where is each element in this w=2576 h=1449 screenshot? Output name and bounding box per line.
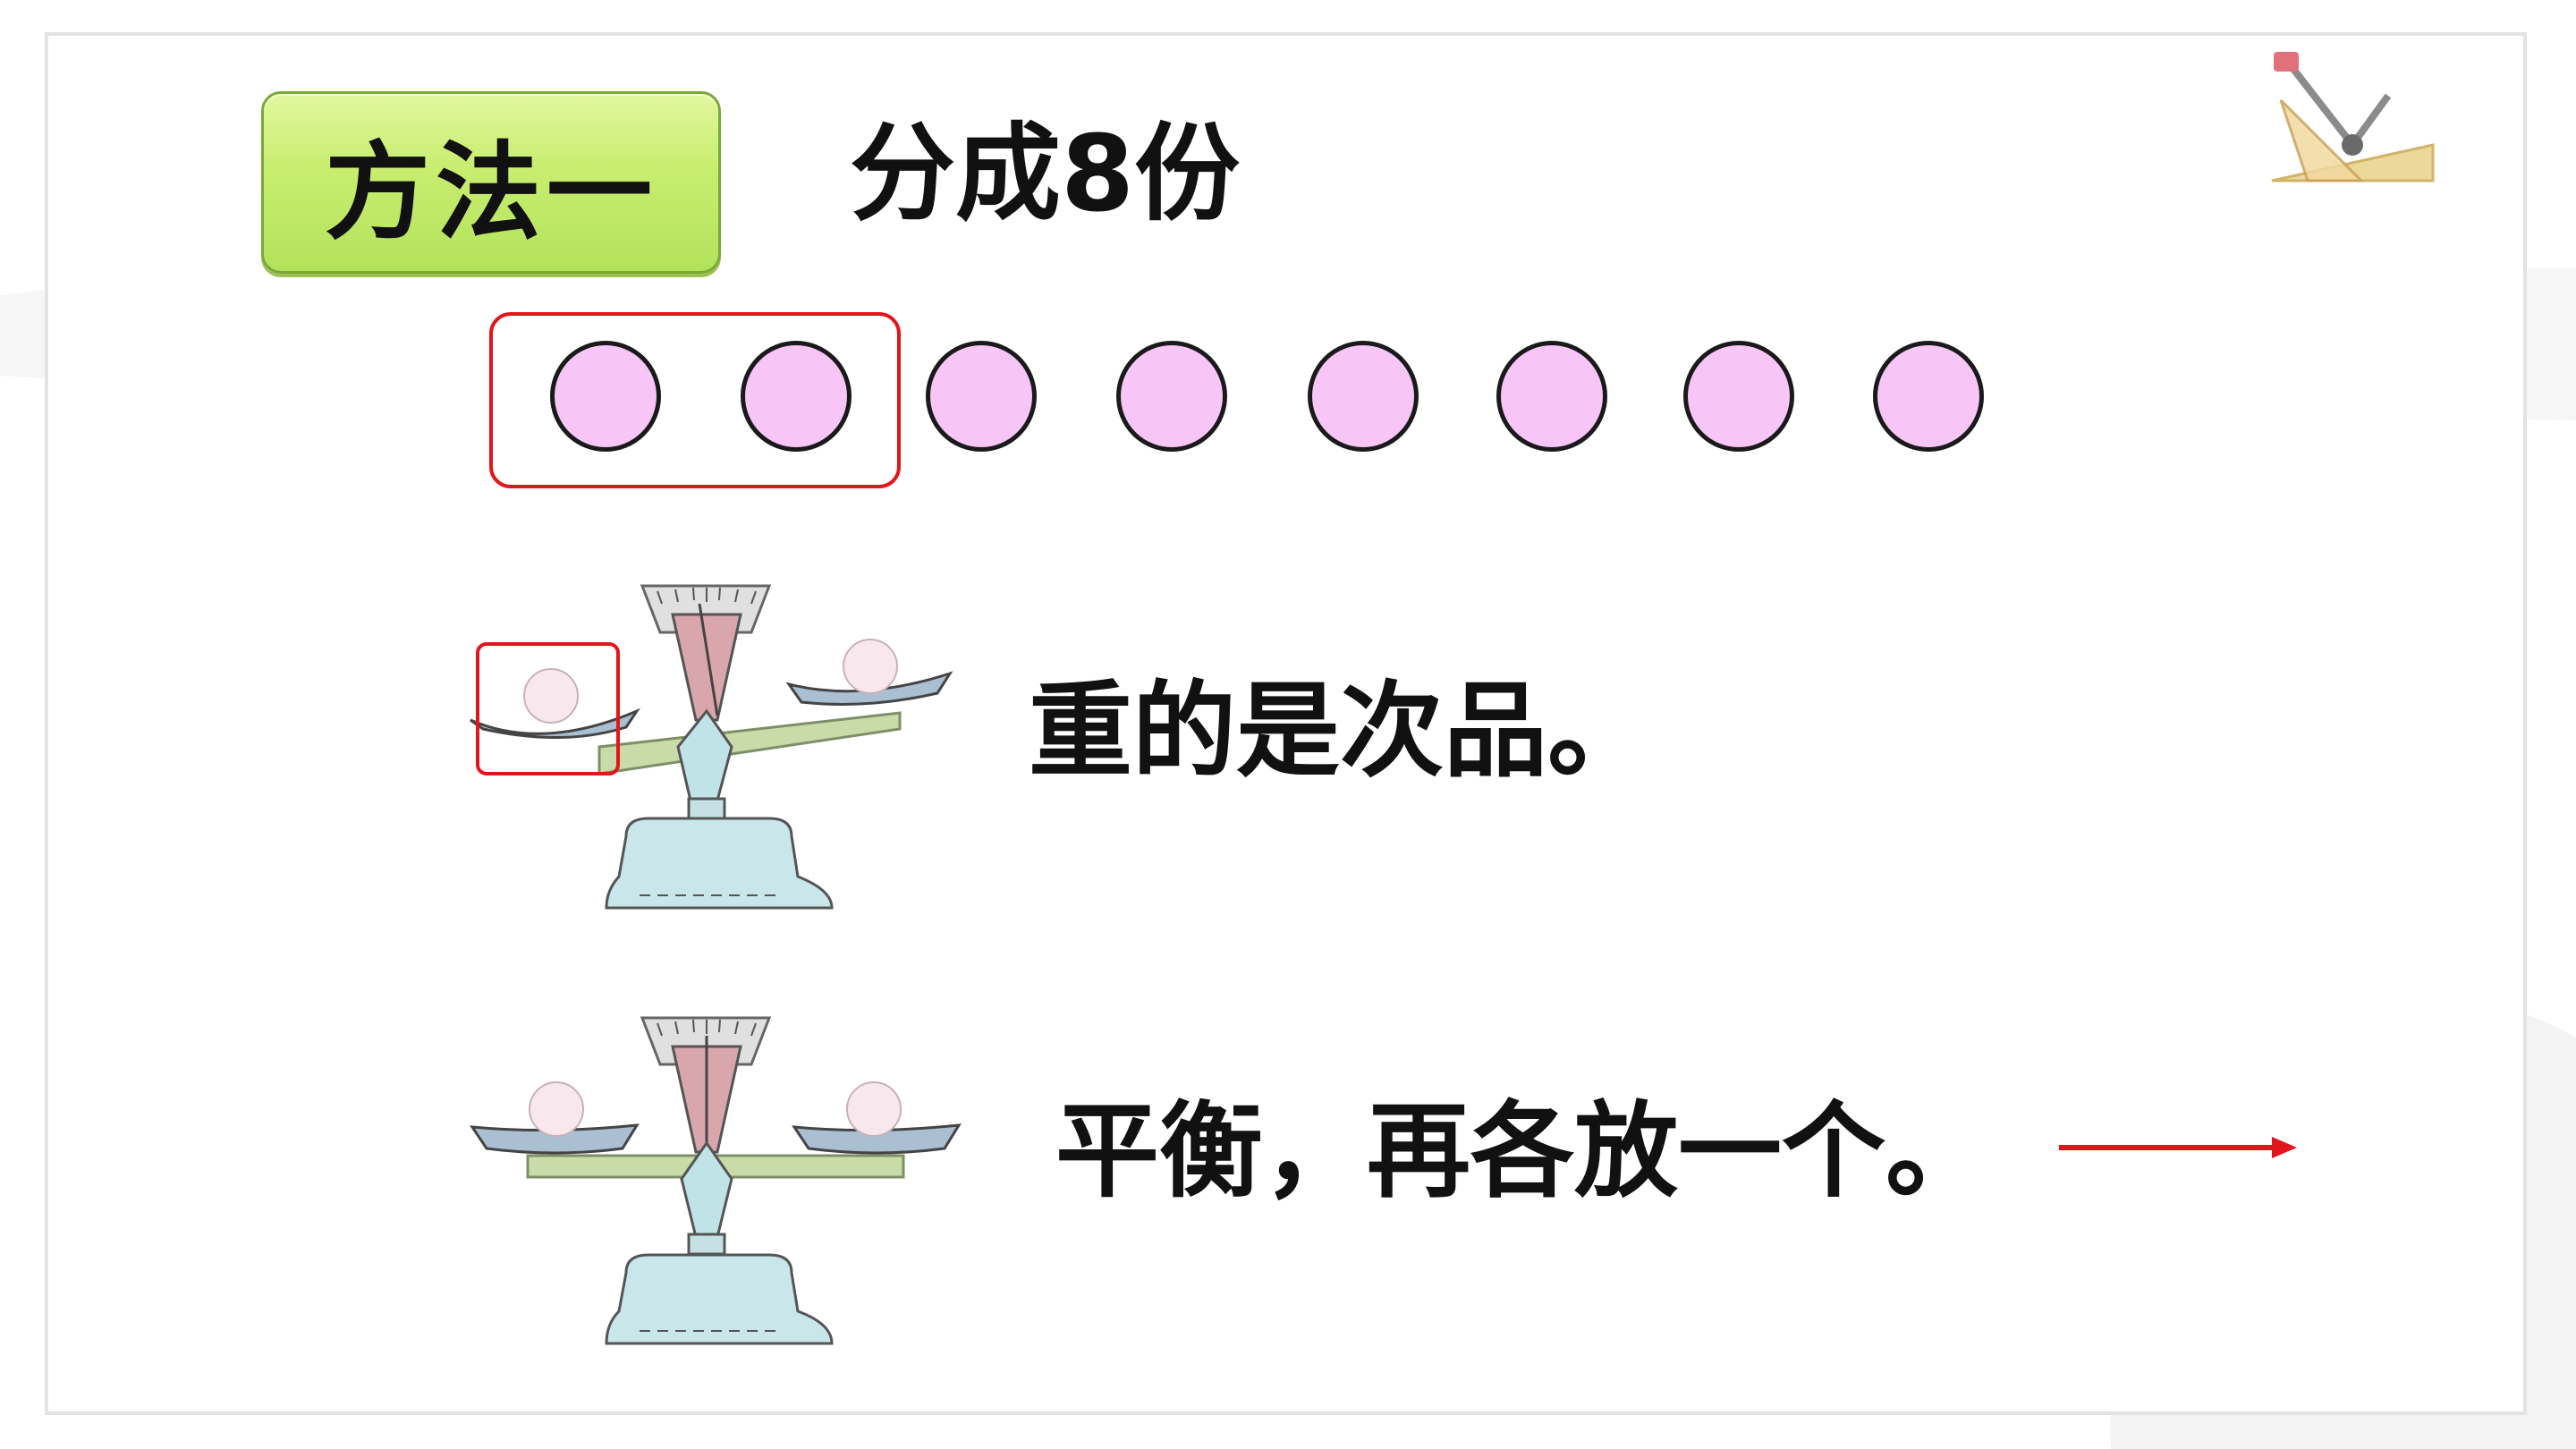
right-arrow-icon xyxy=(2059,1137,2297,1158)
ball xyxy=(741,341,852,452)
method-label: 方法一 xyxy=(324,130,657,254)
ball xyxy=(1873,341,1984,452)
ball xyxy=(1496,341,1607,452)
ball xyxy=(1116,341,1227,452)
ball xyxy=(926,341,1037,452)
method-badge: 方法一 xyxy=(261,91,721,274)
ball xyxy=(1308,341,1419,452)
ball xyxy=(1683,341,1794,452)
ball xyxy=(550,341,661,452)
balance-scale-balanced xyxy=(470,1016,962,1345)
group-box xyxy=(489,312,901,488)
balance-scale-tipped xyxy=(470,584,953,910)
statement-balanced: 平衡，再各放一个。 xyxy=(1055,1091,1989,1212)
math-tools-icon xyxy=(2271,52,2435,182)
title: 分成8份 xyxy=(850,112,1241,235)
statement-heavy: 重的是次品。 xyxy=(1029,671,1651,792)
